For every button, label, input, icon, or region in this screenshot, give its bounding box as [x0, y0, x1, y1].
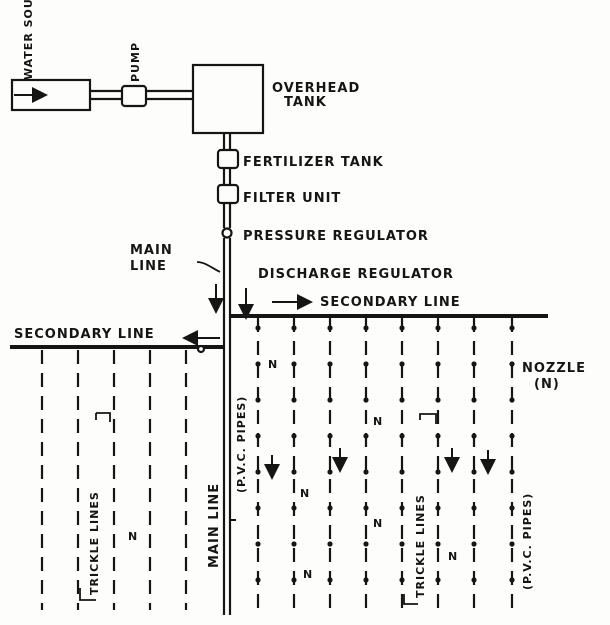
nozzle-dot: [471, 433, 477, 439]
pressure-regulator-valve: [221, 227, 233, 239]
overhead-tank-label-1: OVERHEAD: [272, 81, 360, 96]
fertilizer-tank-box: [216, 148, 240, 170]
n-marker: N: [128, 530, 138, 543]
nozzle-dot: [399, 361, 405, 367]
nozzle-dot: [399, 433, 405, 439]
nozzle-dot: [363, 433, 369, 439]
overhead-tank-box: [191, 63, 265, 135]
secondary-line-right-label: SECONDARY LINE: [320, 295, 461, 310]
nozzle-dot: [327, 325, 333, 331]
nozzle-dot: [471, 397, 477, 403]
nozzle-dot: [509, 325, 515, 331]
nozzle-dot: [255, 361, 261, 367]
nozzle-dot: [363, 505, 369, 511]
nozzle-dot: [327, 577, 333, 583]
main-line-vertical-label: MAIN LINE: [207, 483, 222, 568]
nozzle-dot: [435, 541, 441, 547]
main-line-label-1: MAIN: [130, 243, 173, 258]
nozzle-dot: [509, 541, 515, 547]
overhead-tank-label-2: TANK: [284, 95, 327, 110]
nozzle-dot: [435, 397, 441, 403]
main-line-label-2: LINE: [130, 259, 167, 274]
nozzle-dot: [399, 577, 405, 583]
nozzle-dot: [363, 325, 369, 331]
nozzle-dot: [255, 433, 261, 439]
nozzle-dot: [509, 433, 515, 439]
filter-unit-box: [216, 183, 240, 205]
nozzle-dot: [471, 469, 477, 475]
nozzle-dot: [327, 469, 333, 475]
nozzle-label: NOZZLE: [522, 361, 586, 376]
nozzle-n-label: (N): [534, 377, 560, 392]
nozzle-dot: [291, 541, 297, 547]
nozzle-dot: [255, 469, 261, 475]
nozzle-dot: [327, 541, 333, 547]
nozzle-dot: [471, 505, 477, 511]
nozzle-dot: [327, 505, 333, 511]
n-marker: N: [373, 415, 383, 428]
pvc-pipes-center-label: (P.V.C. PIPES): [235, 396, 248, 493]
nozzle-dot: [509, 397, 515, 403]
pressure-regulator-label: PRESSURE REGULATOR: [243, 229, 429, 244]
nozzle-dot: [291, 505, 297, 511]
filter-unit-label: FILTER UNIT: [243, 191, 341, 206]
nozzle-dot: [363, 397, 369, 403]
nozzle-dot: [255, 505, 261, 511]
nozzle-dot: [471, 361, 477, 367]
fertilizer-tank-label: FERTILIZER TANK: [243, 155, 384, 170]
nozzle-dot: [509, 361, 515, 367]
nozzle-dot: [291, 469, 297, 475]
discharge-regulator-label: DISCHARGE REGULATOR: [258, 267, 454, 282]
nozzle-dot: [435, 577, 441, 583]
pump-label: PUMP: [129, 42, 142, 82]
n-marker: N: [268, 358, 278, 371]
nozzle-dot: [399, 397, 405, 403]
n-marker: N: [448, 550, 458, 563]
nozzle-dot: [435, 325, 441, 331]
nozzle-dot: [471, 325, 477, 331]
nozzle-dot: [291, 433, 297, 439]
nozzle-dot: [509, 505, 515, 511]
nozzle-dot: [327, 361, 333, 367]
trickle-lines-right-group: [255, 318, 515, 610]
nozzle-dot: [255, 397, 261, 403]
nozzle-dot: [255, 541, 261, 547]
nozzle-dot: [291, 577, 297, 583]
nozzle-dot: [363, 541, 369, 547]
nozzle-dot: [435, 433, 441, 439]
nozzle-dot: [363, 577, 369, 583]
nozzle-dot: [399, 505, 405, 511]
nozzle-dot: [363, 469, 369, 475]
nozzle-dot: [509, 469, 515, 475]
nozzle-dot: [255, 577, 261, 583]
nozzle-dot: [255, 325, 261, 331]
nozzle-dot: [291, 397, 297, 403]
n-marker: N: [303, 568, 313, 581]
nozzle-dot: [509, 577, 515, 583]
nozzle-dot: [399, 325, 405, 331]
nozzle-dot: [363, 361, 369, 367]
nozzle-dot: [471, 541, 477, 547]
nozzle-dot: [435, 469, 441, 475]
nozzle-dot: [291, 361, 297, 367]
trickle-lines-right-label: TRICKLE LINES: [414, 494, 427, 598]
pump-box: [120, 84, 148, 108]
nozzle-dot: [435, 505, 441, 511]
nozzle-dot: [291, 325, 297, 331]
n-marker: N: [300, 487, 310, 500]
nozzle-dot: [327, 433, 333, 439]
pvc-pipes-right-label: (P.V.C. PIPES): [521, 493, 534, 590]
secondary-line-left-label: SECONDARY LINE: [14, 327, 155, 342]
water-source-label: WATER SOURCE: [22, 0, 35, 80]
n-marker: N: [373, 517, 383, 530]
nozzle-dot: [327, 397, 333, 403]
trickle-lines-left-label: TRICKLE LINES: [88, 491, 101, 595]
nozzle-dot: [471, 577, 477, 583]
nozzle-dot: [399, 541, 405, 547]
nozzle-dot: [435, 361, 441, 367]
nozzle-dot: [399, 469, 405, 475]
